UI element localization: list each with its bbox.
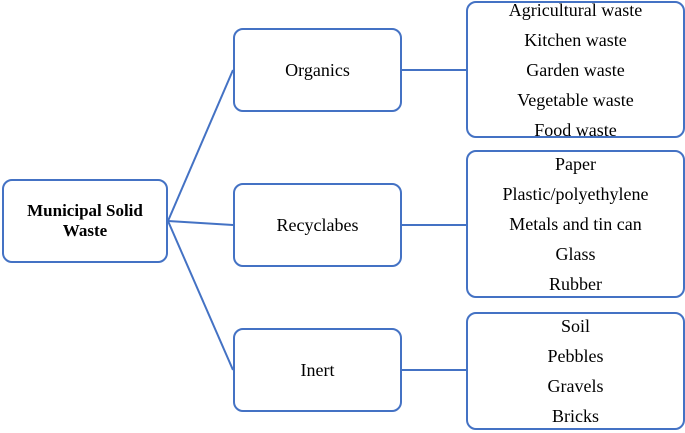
root-node-municipal-solid-waste: Municipal Solid Waste	[2, 179, 168, 263]
connector-root-recyclabes	[167, 220, 234, 226]
root-node-label: Municipal Solid Waste	[27, 201, 143, 240]
list-item: Kitchen waste	[524, 29, 627, 50]
list-item: Metals and tin can	[509, 214, 642, 234]
list-item: Gravels	[547, 376, 604, 396]
list-item: Agricultural waste	[508, 0, 643, 20]
list-item: Vegetable waste	[517, 89, 634, 110]
list-item: Garden waste	[526, 59, 625, 80]
category-label-organics: Organics	[285, 59, 350, 80]
connector-root-organics	[167, 69, 234, 222]
list-item: Rubber	[549, 274, 602, 294]
category-node-inert: Inert	[233, 328, 402, 412]
items-box-organics: Agricultural waste Kitchen waste Garden …	[466, 0, 685, 140]
category-label-inert: Inert	[300, 359, 335, 380]
list-item: Plastic/polyethylene	[502, 184, 649, 204]
list-item: Food waste	[534, 119, 617, 140]
category-node-organics: Organics	[233, 28, 402, 112]
connector-root-inert	[167, 220, 234, 371]
list-item: Soil	[560, 316, 590, 336]
category-label-recyclabes: Recyclabes	[276, 214, 359, 235]
items-box-inert: Soil Pebbles Gravels Bricks	[466, 312, 685, 430]
list-item: Pebbles	[547, 346, 604, 366]
list-item: Glass	[555, 244, 596, 264]
list-item: Bricks	[552, 406, 599, 426]
category-node-recyclabes: Recyclabes	[233, 183, 402, 267]
items-box-recyclabes: Paper Plastic/polyethylene Metals and ti…	[466, 150, 685, 298]
list-item: Paper	[555, 154, 596, 174]
